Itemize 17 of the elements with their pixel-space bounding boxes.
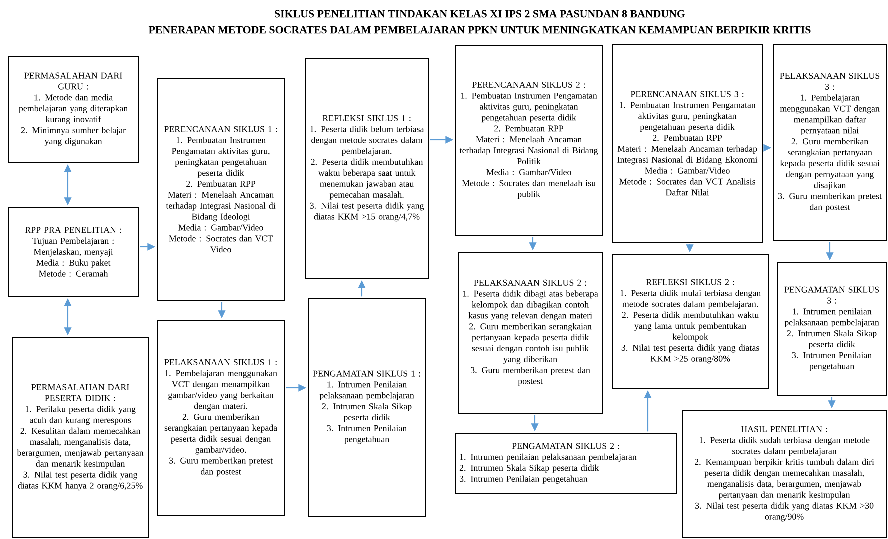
- process-box: PERENCANAAN SIKLUS 1 : 1. Pembuatan Instrumen Pengamatan aktivitas guru, peningkatan pengetahuan peserta didik 2. Pembuatan RPP Materi : Menelaah Ancaman terhadap Integrasi Nasional di Bidang Ideologi Media : Gambar/Video Metode : Socrates dan VCT Video: [157, 78, 286, 302]
- process-box: PERMASALAHAN DARI PESERTA DIDIK : 1. Perilaku peserta didik yang acuh dan kurang merespons 2. Kesulitan dalam memecahkan masalah, menganalisis data, berargumen, menjawab pertanyaan dan menarik kesimpulan 3. Nilai test peserta didik yang diatas KKM hanya 2 orang/6,25%: [12, 337, 150, 538]
- process-box: PERMASALAHAN DARI GURU : 1. Metode dan media pembelajaran yang diterapkan kurang inovatif 2. Minimnya sumber belajar yang digunakan: [8, 56, 140, 164]
- process-box: PENGAMATAN SIKLUS 3 : 1. Intrumen penilaian pelaksanaan pembelajaran 2. Intrumen Skala Sikap peserta didik 3. Intrumen Penilaian pengetahuan: [777, 262, 888, 396]
- process-box: REFLEKSI SIKLUS 1 : 1. Peserta didik belum terbiasa dengan metode socrates dalam pembelajaran. 2. Peserta didik membutuhkan waktu beberapa saat untuk menemukan jawaban atau pemecahan masalah. 3. Nilai test peserta didik yang diatas KKM >15 orang/4,7%: [305, 58, 430, 280]
- process-box: PELAKSANAAN SIKLUS 3 : 1. Pembelajaran menggunakan VCT dengan menampilkan daftar pernyataan nilai 2. Guru memberikan serangkaian pertanyaan kepada peserta didik sesuai dengan pernyataan yang disajikan 3. Guru memberikan pretest dan postest: [773, 44, 888, 242]
- process-box: PENGAMATAN SIKLUS 1 : 1. Intrumen Penilaian pelaksanaan pembelajaran 2. Intrumen Skala Sikap peserta didik 3. Intrumen Penilaian pengetahuan: [308, 298, 426, 518]
- process-box: RPP PRA PENELITIAN : Tujuan Pembelajaran : Menjelaskan, menyaji Media : Buku paket Metode : Ceramah: [8, 207, 140, 298]
- process-box: PERENCANAAN SIKLUS 3 : 1. Pembuatan Instrumen Pengamatan aktivitas guru, peningkatan pengetahuan peserta didik 2. Pembuatan RPP Materi : Menelaah Ancaman terhadap Integrasi Nasional di Bidang Ekonomi Media : Gambar/Video Metode : Socrates dan VCT Analisis Daftar Nilai: [612, 44, 764, 244]
- process-box: REFLEKSI SIKLUS 2 : 1. Peserta didik mulai terbiasa dengan metode socrates dalam pembelajaran. 2. Peserta didik membutuhkan waktu yang lama untuk pembentukan kelompok 3. Nilai test peserta didik yang diatas KKM >25 orang/80%: [612, 254, 770, 390]
- process-box: PENGAMATAN SIKLUS 2 : 1. Intrumen penilaian pelaksanaan pembelajaran 2. Intrumen Skala Sikap peserta didik 3. Intrumen Penilaian pengetahuan: [455, 433, 678, 494]
- process-box: PELAKSANAAN SIKLUS 1 : 1. Pembelajaran menggunakan VCT dengan menampilkan gambar/video yang berkaitan dengan materi. 2. Guru memberikan serangkaian pertanyaan kepada peserta didik sesuai dengan gambar/video. 3. Guru memberikan pretest dan postest: [157, 320, 286, 516]
- process-box: PERENCANAAN SIKLUS 2 : 1. Pembuatan Instrumen Pengamatan aktivitas guru, peningkatan pengetahuan peserta didik 2. Pembuatan RPP Materi : Menelaah Ancaman terhadap Integrasi Nasional di Bidang Politik Media : Gambar/Video Metode : Socrates dan menelaah isu publik: [455, 45, 604, 236]
- title: SIKLUS PENELITIAN TINDAKAN KELAS XI IPS 2 SMA PASUNDAN 8 BANDUNG: [275, 10, 686, 18]
- subtitle: PENERAPAN METODE SOCRATES DALAM PEMBELAJARAN PPKN UNTUK MENINGKATKAN KEMAMPUAN BERPIKIR KRITIS: [148, 26, 811, 34]
- process-box: HASIL PENELITIAN : 1. Peserta didik sudah terbiasa dengan metode socrates dalam pembelajaran 2. Kemampuan berpikir kritis tumbuh dalam diri peserta didik dengan memecahkan masalah, menganalisis data, berargumen, menjawab pertanyaan dan menarik kesimpulan 3. Nilai test peserta didik yang diatas KKM >30 orang/90%: [682, 410, 888, 538]
- process-box: PELAKSANAAN SIKLUS 2 : 1. Peserta didik dibagi atas beberapa kelompok dan dibagikan contoh kasus yang relevan dengan materi 2. Guru memberikan serangkaian pertanyaan kepada peserta didik sesuai dengan contoh isu publik yang diberikan 3. Guru memberikan pretest dan postest: [458, 252, 604, 414]
